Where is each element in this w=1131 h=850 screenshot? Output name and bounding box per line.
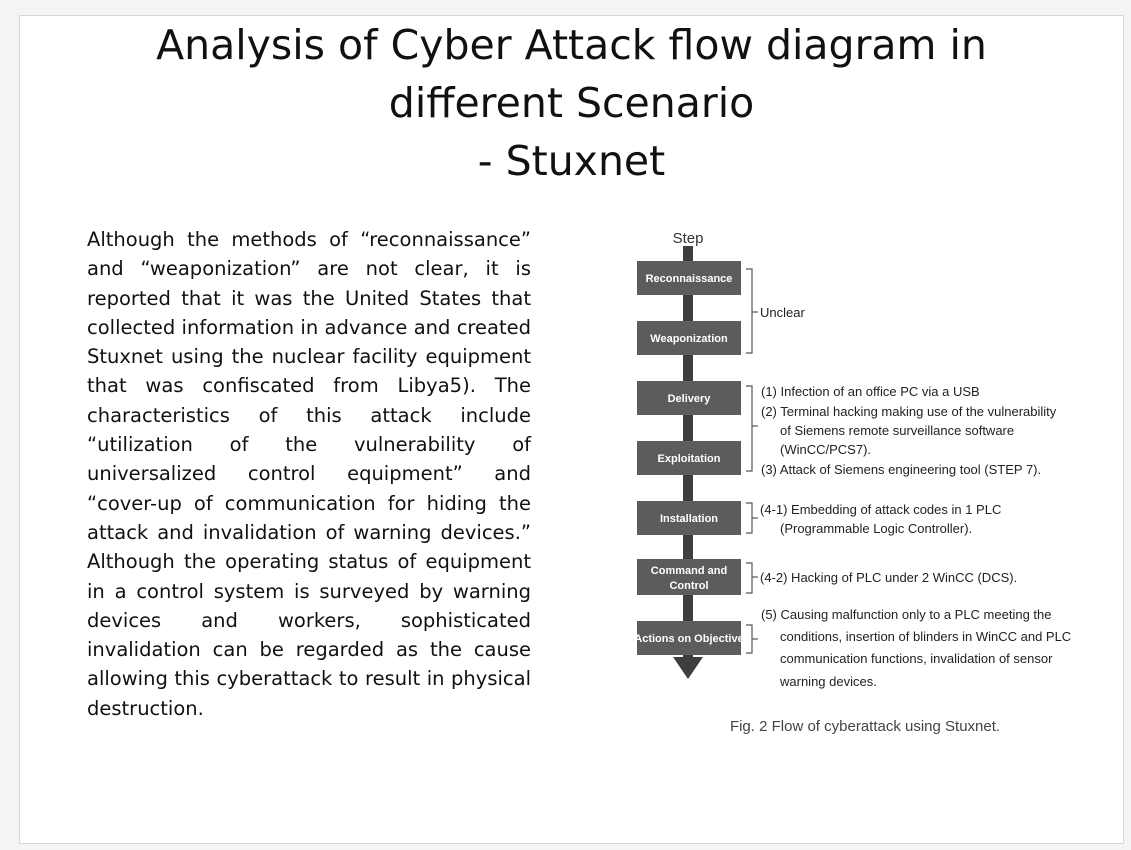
note-installation-2: (Programmable Logic Controller). [780, 521, 972, 536]
note-delivery-5: (3) Attack of Siemens engineering tool (… [761, 462, 1041, 477]
step-label: Installation [660, 513, 718, 525]
note-actions-4: warning devices. [779, 674, 877, 689]
note-unclear: Unclear [760, 305, 805, 320]
note-delivery-2: (2) Terminal hacking making use of the v… [761, 404, 1057, 419]
title-line-3: - Stuxnet [477, 137, 666, 185]
title-line-1: Analysis of Cyber Attack flow diagram in [156, 21, 987, 69]
step-label: Actions on Objective [634, 633, 743, 645]
note-actions-2: conditions, insertion of blinders in Win… [780, 629, 1071, 644]
step-actions-on-objective: Actions on Objective [634, 621, 744, 655]
step-reconnaissance: Reconnaissance [637, 261, 741, 295]
note-actions-1: (5) Causing malfunction only to a PLC me… [761, 607, 1052, 622]
flow-arrowhead [673, 657, 703, 679]
step-label-line-2: Control [669, 580, 708, 592]
note-delivery-3: of Siemens remote surveillance software [780, 423, 1014, 438]
slide: Analysis of Cyber Attack flow diagram in… [19, 15, 1124, 844]
step-label-line-1: Command and [651, 565, 727, 577]
body-paragraph: Although the methods of “reconnaissance”… [87, 228, 531, 720]
step-delivery: Delivery [637, 381, 741, 415]
attack-flow-figure: Step Reconnaissance Weaponization Delive… [620, 221, 1090, 741]
bracket-lines [746, 268, 758, 654]
step-exploitation: Exploitation [637, 441, 741, 475]
step-label: Delivery [668, 393, 712, 405]
slide-title: Analysis of Cyber Attack flow diagram in… [20, 16, 1123, 190]
note-actions-3: communication functions, invalidation of… [780, 651, 1053, 666]
figure-caption: Fig. 2 Flow of cyberattack using Stuxnet… [730, 718, 1000, 735]
step-installation: Installation [637, 501, 741, 535]
step-command-and-control: Command and Control [637, 559, 741, 595]
note-installation-1: (4-1) Embedding of attack codes in 1 PLC [760, 502, 1001, 517]
step-label: Exploitation [658, 453, 721, 465]
step-label: Reconnaissance [646, 273, 733, 285]
note-delivery-1: (1) Infection of an office PC via a USB [761, 384, 980, 399]
title-line-2: different Scenario [388, 79, 755, 127]
step-weaponization: Weaponization [637, 321, 741, 355]
step-header: Step [673, 230, 704, 247]
flow-diagram: Step Reconnaissance Weaponization Delive… [634, 230, 1071, 735]
step-label: Weaponization [650, 333, 728, 345]
note-command-control: (4-2) Hacking of PLC under 2 WinCC (DCS)… [760, 570, 1017, 585]
note-delivery-4: (WinCC/PCS7). [780, 442, 871, 457]
